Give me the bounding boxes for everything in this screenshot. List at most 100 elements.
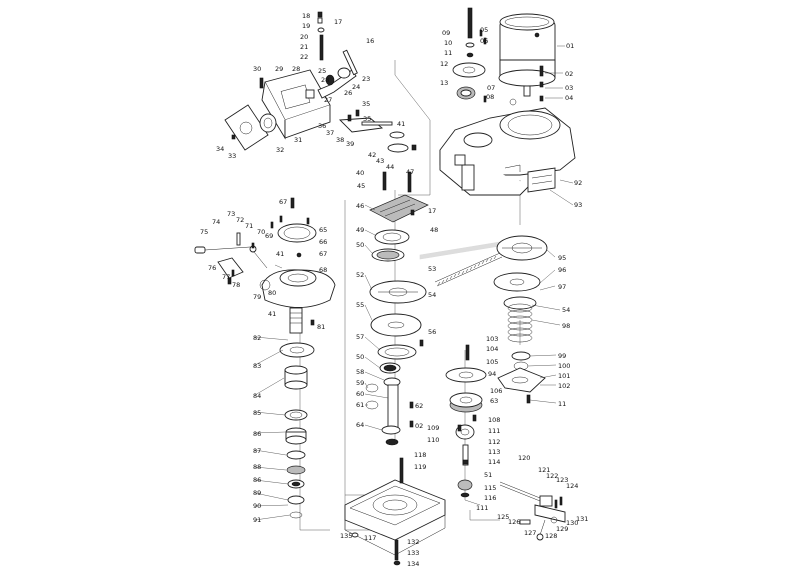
callout-132: 132 [407, 538, 419, 546]
callout-111b: 111 [476, 504, 488, 512]
callout-102: 102 [558, 382, 570, 390]
callout-108: 108 [488, 416, 500, 424]
callout-36: 36 [318, 122, 326, 130]
callout-78: 78 [232, 281, 240, 289]
callout-110: 110 [427, 436, 439, 444]
callout-06: 06 [480, 37, 488, 45]
callout-83: 83 [253, 362, 261, 370]
callout-75: 75 [200, 228, 208, 236]
callout-109: 109 [427, 424, 439, 432]
callout-51: 51 [484, 471, 492, 479]
callout-67b: 67 [319, 250, 327, 258]
callout-43: 43 [376, 157, 384, 165]
callout-94: 94 [488, 370, 496, 378]
belt-teeth [437, 255, 497, 286]
callout-54a: 54 [428, 291, 436, 299]
callout-07: 07 [487, 84, 495, 92]
callout-123: 123 [556, 476, 568, 484]
callout-08: 08 [486, 93, 494, 101]
callout-26: 26 [344, 89, 352, 97]
callout-50b: 50 [356, 353, 364, 361]
callout-37: 37 [326, 129, 334, 137]
callout-119: 119 [414, 463, 426, 471]
callout-01: 01 [566, 42, 574, 50]
callout-42: 42 [368, 151, 376, 159]
callout-41b: 41 [276, 250, 284, 258]
callout-52: 52 [356, 271, 364, 279]
callout-95: 95 [558, 254, 566, 262]
callout-111a: 111 [488, 427, 500, 435]
motor-pulley-parts [452, 7, 544, 106]
callout-113: 113 [488, 448, 500, 456]
callout-33: 33 [228, 152, 236, 160]
callout-17: 17 [334, 18, 342, 26]
callout-25: 25 [318, 67, 326, 75]
callout-126: 126 [508, 518, 520, 526]
base-table [344, 457, 446, 566]
callout-28b: 28 [321, 76, 329, 84]
callout-81: 81 [317, 323, 325, 331]
callout-125: 125 [497, 513, 509, 521]
callout-134: 134 [407, 560, 419, 568]
callout-54b: 54 [562, 306, 570, 314]
callout-35b: 35 [363, 115, 371, 123]
callout-116: 116 [484, 494, 496, 502]
callout-86b: 86 [253, 476, 261, 484]
callout-117: 117 [364, 534, 376, 542]
callout-10: 10 [444, 39, 452, 47]
callout-35a: 35 [362, 100, 370, 108]
callout-49: 49 [356, 226, 364, 234]
callout-64: 64 [356, 421, 364, 429]
callout-131: 131 [576, 515, 588, 523]
callout-74: 74 [212, 218, 220, 226]
callout-133: 133 [407, 549, 419, 557]
callout-86a: 86 [253, 430, 261, 438]
callout-122: 122 [546, 472, 558, 480]
callout-11: 11 [444, 49, 452, 57]
callout-130: 130 [566, 519, 578, 527]
callout-28a: 28 [292, 65, 300, 73]
callout-77: 77 [222, 273, 230, 281]
right-pulley-stack [493, 235, 548, 404]
callout-63: 63 [490, 397, 498, 405]
callout-65: 65 [319, 226, 327, 234]
callout-69: 69 [265, 232, 273, 240]
callout-leaders [254, 45, 574, 521]
callout-129: 129 [556, 525, 568, 533]
callout-labels: 01 02 03 04 05 06 07 08 09 10 11 12 13 1… [200, 12, 588, 568]
callout-93: 93 [574, 201, 582, 209]
callout-02: 02 [565, 70, 573, 78]
callout-31: 31 [294, 136, 302, 144]
callout-30: 30 [253, 65, 261, 73]
callout-103: 103 [486, 335, 498, 343]
callout-101: 101 [558, 372, 570, 380]
callout-90: 90 [253, 502, 261, 510]
callout-02b: 02 [415, 422, 423, 430]
gearbox-housing-group [224, 11, 417, 153]
callout-21: 21 [300, 43, 308, 51]
callout-05: 05 [480, 26, 488, 34]
callout-98: 98 [562, 322, 570, 330]
callout-118: 118 [414, 451, 426, 459]
callout-106: 106 [490, 387, 502, 395]
callout-34: 34 [216, 145, 224, 153]
callout-58: 58 [356, 368, 364, 376]
callout-39: 39 [346, 140, 354, 148]
callout-71: 71 [245, 222, 253, 230]
callout-50a: 50 [356, 241, 364, 249]
callout-114: 114 [488, 458, 500, 466]
callout-88: 88 [253, 463, 261, 471]
callout-13: 13 [440, 79, 448, 87]
callout-22: 22 [300, 53, 308, 61]
callout-53: 53 [428, 265, 436, 273]
callout-04: 04 [565, 94, 573, 102]
callout-96: 96 [558, 266, 566, 274]
callout-89: 89 [253, 489, 261, 497]
callout-70: 70 [257, 228, 265, 236]
callout-85: 85 [253, 409, 261, 417]
callout-104: 104 [486, 345, 498, 353]
callout-03: 03 [565, 84, 573, 92]
callout-105: 105 [486, 358, 498, 366]
